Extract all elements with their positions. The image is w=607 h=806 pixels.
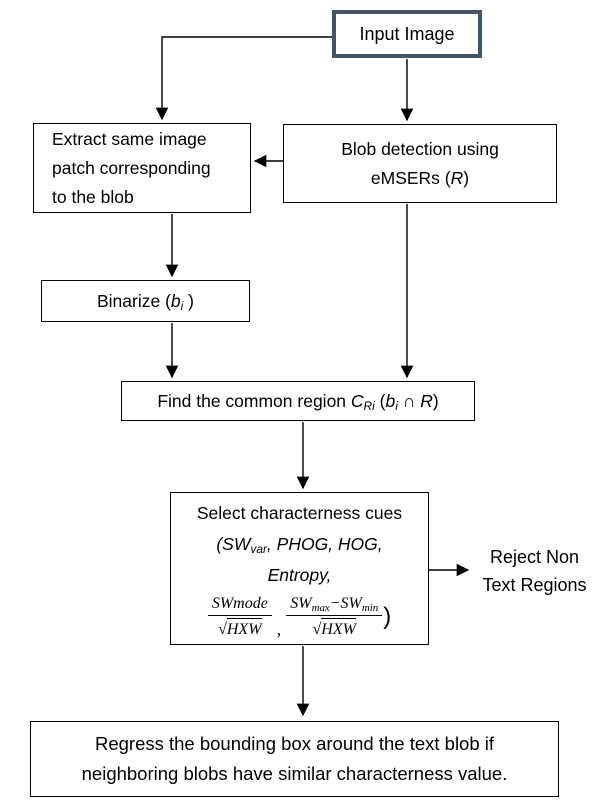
radical-sign: √: [218, 621, 227, 638]
reject-label: Reject Non Text Regions: [462, 543, 607, 599]
blob-line2-prefix: eMSERs (: [370, 167, 451, 188]
binarize-sub: i: [180, 298, 184, 313]
node-extract-patch-line1: Extract same image: [52, 128, 207, 149]
binarize-suffix: ): [183, 290, 194, 311]
frac1-denominator: √HXW: [218, 616, 262, 639]
binarize-var: b: [170, 290, 181, 311]
node-blob-detection-line2: eMSERs (R): [371, 164, 469, 193]
blob-line2-suffix: ): [463, 167, 470, 188]
node-extract-patch: Extract same image patch corresponding t…: [33, 123, 251, 213]
node-input-image-label: Input Image: [359, 23, 455, 44]
node-regress-line2: neighboring blobs have similar character…: [81, 763, 508, 784]
select-line2-sub: var: [250, 542, 267, 557]
select-line2-prefix: (SW: [216, 534, 251, 554]
fraction-separator: ,: [276, 619, 282, 639]
select-cues-line2: (SWvar, PHOG, HOG,: [216, 529, 382, 560]
frac1-radicand: HXW: [226, 618, 262, 639]
common-b-sub: i: [395, 398, 398, 413]
minus-sign: −: [329, 595, 341, 612]
frac2-num-b-sub: min: [361, 602, 379, 615]
node-common-region-label: Find the common region CRi (bi ∩ R): [157, 387, 438, 416]
frac2-num-b: SW: [340, 595, 362, 612]
common-open-paren: (: [374, 390, 386, 411]
frac2-num-a: SW: [290, 595, 312, 612]
node-binarize-label: Binarize (bi ): [97, 287, 194, 316]
fraction-swmode: SWmode √HXW: [207, 594, 272, 639]
frac2-radicand: HXW: [321, 618, 356, 639]
node-select-cues: Select characterness cues (SWvar, PHOG, …: [170, 492, 429, 645]
node-extract-patch-line2: patch corresponding: [52, 157, 211, 178]
select-close-paren: ): [383, 603, 392, 630]
select-cues-line1: Select characterness cues: [196, 503, 403, 523]
frac2-denominator: √HXW: [313, 616, 356, 639]
node-extract-patch-line3: to the blob: [52, 186, 134, 207]
node-regress-line1: Regress the bounding box around the text…: [94, 733, 495, 754]
fraction-swmax-swmin: SWmax−SWmin √HXW: [286, 594, 383, 639]
binarize-prefix: Binarize (: [96, 290, 171, 311]
node-regress: Regress the bounding box around the text…: [30, 721, 559, 797]
arrow-input-to-extract: [155, 36, 333, 121]
common-b-var: b: [385, 390, 396, 411]
frac2-numerator: SWmax−SWmin: [286, 594, 383, 616]
node-blob-detection: Blob detection using eMSERs (R): [283, 124, 557, 203]
frac1-numerator: SWmode: [207, 594, 272, 616]
intersection-symbol: ∩: [397, 390, 421, 411]
frac2-num-a-sub: max: [311, 602, 330, 615]
common-c-sub: Ri: [363, 398, 375, 413]
radical-sign: √: [312, 621, 322, 638]
node-blob-detection-line1: Blob detection using: [341, 138, 499, 159]
common-c-var: C: [350, 390, 364, 411]
node-input-image: Input Image: [332, 10, 482, 58]
common-r-var: R: [420, 390, 433, 411]
reject-label-line2: Text Regions: [482, 575, 587, 595]
node-binarize: Binarize (bi ): [41, 280, 250, 322]
common-prefix: Find the common region: [157, 390, 351, 411]
blob-line2-var: R: [450, 167, 464, 188]
select-cues-line3: Entropy,: [267, 565, 332, 585]
node-common-region: Find the common region CRi (bi ∩ R): [121, 381, 475, 421]
reject-label-line1: Reject Non: [489, 547, 580, 567]
select-cues-fractions: SWmode √HXW , SWmax−SWmin √HXW ): [207, 594, 392, 639]
select-line2-suffix: , PHOG, HOG,: [266, 534, 383, 554]
common-close-paren: ): [432, 390, 439, 411]
